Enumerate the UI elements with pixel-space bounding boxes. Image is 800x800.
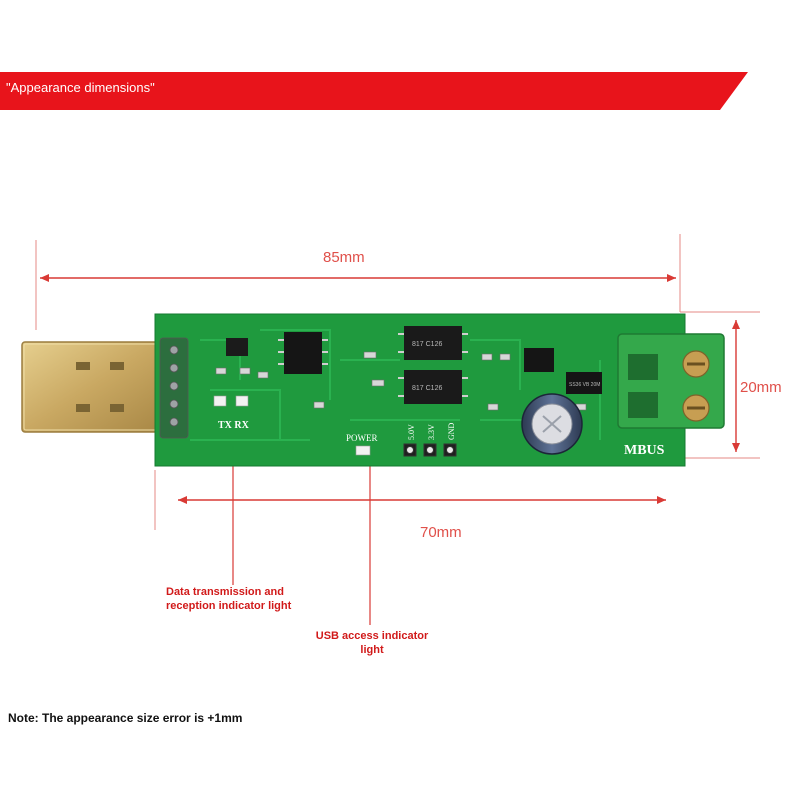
tx-led [213, 395, 227, 407]
silk-power: POWER [346, 433, 378, 443]
callout-usb-indicator-line1: USB access indicator [315, 630, 429, 642]
optocoupler-1-marking: 817 C126 [412, 341, 442, 348]
power-led [355, 445, 371, 456]
capacitor [521, 393, 583, 455]
rx-led [235, 395, 249, 407]
silk-txrx: TX RX [218, 420, 250, 431]
silk-pin-3v3: 3.3V [427, 424, 436, 440]
dimension-label-70mm: 70mm [420, 524, 462, 541]
callout-data-indicator-line2: reception indicator light [166, 600, 292, 612]
tolerance-note: Note: The appearance size error is +1mm [8, 711, 243, 725]
callout-usb-indicator-line2: light [360, 644, 384, 656]
silk-pin-gnd: GND [447, 422, 456, 440]
header-banner [0, 72, 748, 110]
dimension-label-20mm: 20mm [740, 379, 782, 396]
ic-marking: SS36 VB 20M [569, 382, 600, 388]
pcb-board [154, 313, 725, 467]
callout-data-indicator-line1: Data transmission and [166, 586, 284, 598]
silk-mbus: MBUS [624, 443, 665, 458]
page-title: "Appearance dimensions" [6, 80, 155, 95]
callout-data-indicator: Data transmission and reception indicato… [166, 585, 291, 613]
callout-usb-indicator: USB access indicator light [305, 629, 439, 657]
optocoupler-2-marking: 817 C126 [412, 385, 442, 392]
dimension-label-85mm: 85mm [323, 249, 365, 266]
silk-pin-5v: 5.0V [407, 424, 416, 440]
terminal-block [617, 333, 725, 429]
extension-lines [35, 234, 760, 530]
usb-connector [21, 341, 163, 433]
